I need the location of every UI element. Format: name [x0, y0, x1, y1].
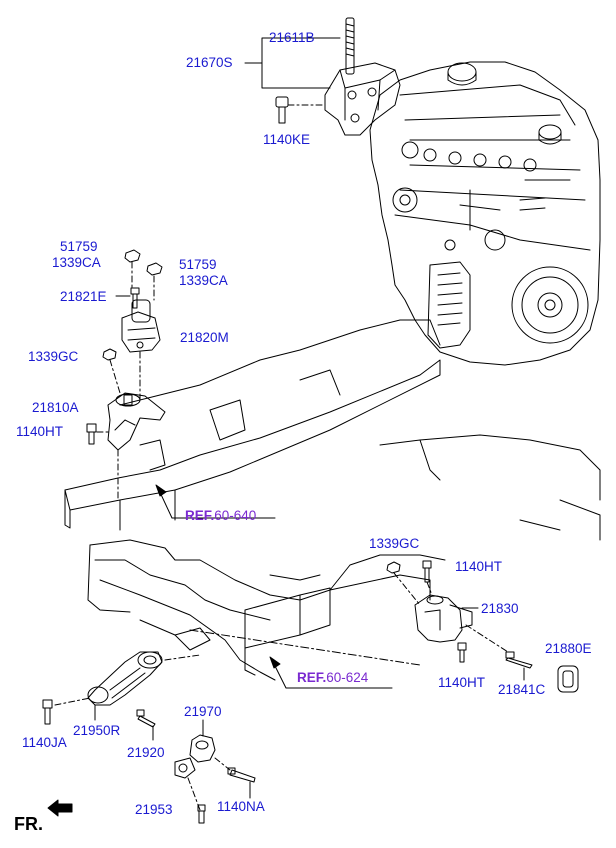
bolt-21953: [197, 804, 206, 824]
part-label-21830[interactable]: 21830: [481, 601, 519, 616]
part-label-1140ht-c[interactable]: 1140HT: [438, 675, 486, 690]
mount-bracket-21820m: [121, 299, 161, 353]
bolt-1140ja: [42, 699, 53, 725]
subframe-lower: [87, 539, 446, 681]
front-arrow-icon: [47, 799, 73, 817]
centerline-upper: [131, 261, 155, 401]
part-label-51759-a[interactable]: 51759: [60, 239, 98, 254]
part-label-21810a[interactable]: 21810A: [32, 400, 79, 415]
bolt-1140ht-c: [457, 642, 467, 663]
roll-rod-21950r: [87, 651, 163, 706]
transmission-mount-21830: [414, 594, 473, 643]
bolt-21920: [136, 709, 156, 728]
centerline-21810a: [96, 359, 121, 501]
part-label-1339gc-a[interactable]: 1339GC: [28, 349, 79, 364]
part-label-1140ht-b[interactable]: 1140HT: [455, 559, 503, 574]
part-label-1339gc-b[interactable]: 1339GC: [369, 536, 420, 551]
engine-mounting-bracket: [324, 17, 401, 136]
engine-mount-21810a: [107, 392, 166, 451]
bolt-1140ke: [275, 96, 326, 124]
ref-60-640-arrowhead: [155, 484, 167, 497]
bushing-21970: [174, 734, 216, 779]
part-label-21841c[interactable]: 21841C: [498, 682, 546, 697]
part-label-21880e[interactable]: 21880E: [545, 641, 592, 656]
leader-21670s: [244, 37, 341, 89]
part-label-1140ke[interactable]: 1140KE: [263, 132, 311, 147]
part-label-1140na[interactable]: 1140NA: [217, 799, 265, 814]
ref-60-640-arrow: [157, 487, 276, 519]
nut-51759-a: [124, 249, 141, 263]
part-label-21970[interactable]: 21970: [184, 704, 222, 719]
bolt-1140ht-a: [86, 423, 97, 445]
centerline-21841c: [465, 624, 509, 653]
part-label-21821e[interactable]: 21821E: [60, 289, 107, 304]
part-label-21953[interactable]: 21953: [135, 802, 173, 817]
bolt-21841c: [505, 651, 533, 669]
centerline-21830-b: [426, 581, 433, 596]
part-label-1140ja[interactable]: 1140JA: [22, 735, 67, 750]
ref-prefix: REF.: [297, 670, 327, 685]
ref-number: 60-640: [214, 508, 257, 523]
part-label-21920[interactable]: 21920: [127, 745, 165, 760]
nut-51759-b: [146, 262, 163, 276]
centerline-roll-rod: [54, 654, 201, 706]
front-direction-label: FR.: [14, 814, 43, 834]
part-label-1339ca-b[interactable]: 1339CA: [179, 273, 228, 288]
ref-number: 60-624: [326, 670, 369, 685]
part-label-1339ca-a[interactable]: 1339CA: [52, 255, 101, 270]
ref-60-624[interactable]: REF.60-624: [297, 671, 368, 685]
centerline-lower: [189, 629, 421, 666]
ref-60-624-arrow: [271, 659, 393, 689]
centerline-21830-a: [393, 572, 421, 606]
part-label-21820m[interactable]: 21820M: [180, 330, 229, 345]
cap-21880e: [557, 665, 579, 693]
part-label-21611b[interactable]: 21611B: [269, 30, 315, 45]
part-label-51759-b[interactable]: 51759: [179, 257, 217, 272]
ref-60-624-arrowhead: [269, 656, 281, 669]
part-label-21670s[interactable]: 21670S: [186, 55, 233, 70]
bolt-1140na: [227, 767, 256, 783]
part-label-1140ht-a[interactable]: 1140HT: [16, 424, 64, 439]
engine-block: [369, 61, 601, 366]
nut-1339gc-b: [386, 561, 401, 574]
bolt-21821e: [130, 287, 140, 309]
part-label-21950r[interactable]: 21950R: [73, 723, 121, 738]
nut-1339gc-a: [102, 348, 117, 361]
ref-60-640[interactable]: REF.60-640: [185, 509, 256, 523]
ref-prefix: REF.: [185, 508, 215, 523]
frame-rail-upper: [64, 319, 601, 541]
